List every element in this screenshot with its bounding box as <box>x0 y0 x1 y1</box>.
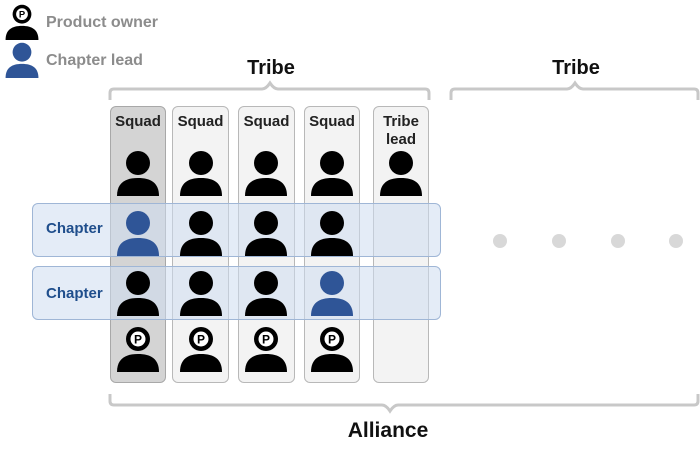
legend-chapter-lead-label: Chapter lead <box>46 52 143 69</box>
squad-label: Squad <box>115 113 161 130</box>
chapter-band-1: Chapter <box>32 203 441 257</box>
chapter-label: Chapter <box>46 220 103 237</box>
person-icon <box>311 211 353 256</box>
chapter-lead-icon <box>5 42 39 78</box>
ellipsis-dot <box>493 234 507 248</box>
tribe-title-1: Tribe <box>247 57 295 79</box>
svg-text:P: P <box>134 333 142 347</box>
tribe-title-2: Tribe <box>552 57 600 79</box>
chapter-band-2: Chapter <box>32 266 441 320</box>
person-icon <box>245 211 287 256</box>
alliance-title: Alliance <box>347 419 429 442</box>
person-icon <box>180 211 222 256</box>
person-icon <box>117 271 159 316</box>
svg-text:P: P <box>197 333 205 347</box>
chapter-lead-person-icon <box>311 271 353 316</box>
svg-text:P: P <box>328 333 336 347</box>
person-icon <box>180 151 222 196</box>
squad-label: Squad <box>243 113 290 130</box>
chapter-lead-person-icon <box>117 211 159 256</box>
legend-product-owner-label: Product owner <box>46 14 159 31</box>
product-owner-person-icon: P <box>245 327 287 372</box>
squad-label: Squad <box>177 113 224 130</box>
ellipsis-dot <box>552 234 566 248</box>
tribe-lead-label: Tribe lead <box>383 113 419 148</box>
person-icon <box>245 271 287 316</box>
squad-label: Squad <box>309 113 355 130</box>
ellipsis-dot <box>611 234 625 248</box>
product-owner-person-icon: P <box>117 327 159 372</box>
product-owner-person-icon: P <box>180 327 222 372</box>
person-icon <box>311 151 353 196</box>
tribe-lead-person-icon <box>380 151 422 196</box>
chapter-label: Chapter <box>46 285 103 302</box>
person-icon <box>180 271 222 316</box>
svg-text:P: P <box>262 333 270 347</box>
svg-text:P: P <box>19 9 25 20</box>
product-owner-icon: P <box>5 4 39 40</box>
product-owner-person-icon: P <box>311 327 353 372</box>
person-icon <box>117 151 159 196</box>
legend: P Product owner Chapter lead <box>0 0 200 80</box>
person-icon <box>245 151 287 196</box>
ellipsis-dot <box>669 234 683 248</box>
